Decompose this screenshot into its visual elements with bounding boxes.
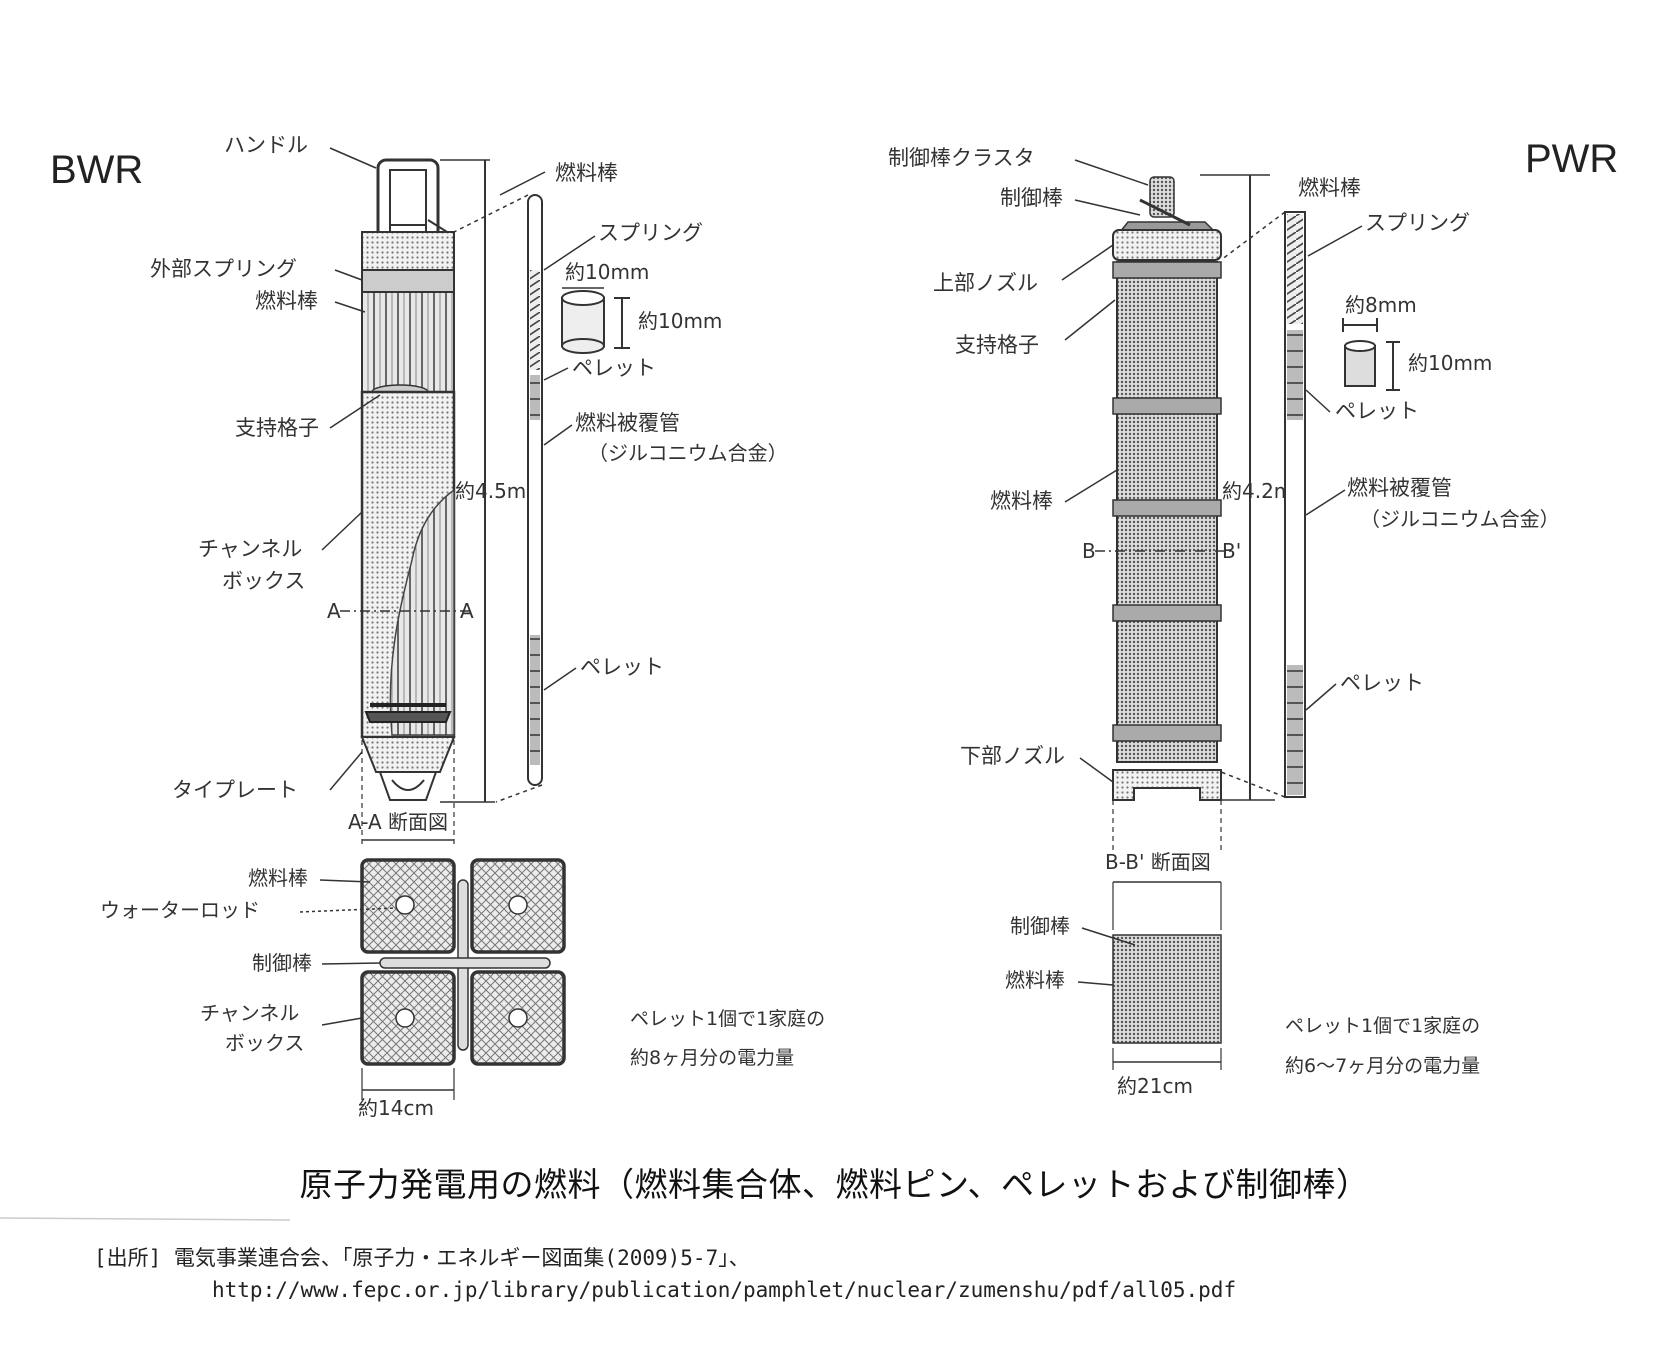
bwr-note-line-2: 約8ヶ月分の電力量 [630, 1047, 794, 1069]
bwr-channel-box-label-2: ボックス [222, 569, 305, 593]
bwr-section-mark-left: A [327, 599, 341, 623]
source-url: http://www.fepc.or.jp/library/publicatio… [212, 1278, 1237, 1302]
bwr-cladding-material: （ジルコニウム合金） [588, 441, 788, 465]
pwr-xs-width-label: 約21cm [1117, 1074, 1193, 1098]
source-citation: [出所] 電気事業連合会、「原子力・エネルギー図面集(2009)5-7」、 [94, 1246, 750, 1270]
bwr-xs-fuel-rod-label: 燃料棒 [248, 866, 308, 890]
pwr-length-label: 約4.2m [1222, 479, 1293, 503]
bwr-cladding-label: 燃料被覆管 [575, 411, 680, 435]
bwr-fuel-assembly [360, 231, 456, 801]
bwr-handle-label: ハンドル [224, 133, 308, 157]
pwr-rcca-label: 制御棒クラスタ [888, 146, 1035, 170]
pwr-cladding-label: 燃料被覆管 [1347, 476, 1452, 500]
pwr-system-title: PWR [1525, 137, 1618, 181]
bwr-grid-label: 支持格子 [235, 416, 319, 440]
pwr-fuel-assembly [1112, 229, 1222, 801]
bwr-length-label: 約4.5m [455, 479, 526, 503]
bwr-pellet-icon [561, 287, 630, 354]
pwr-bottom-nozzle-label: 下部ノズル [960, 744, 1065, 768]
bwr-cross-section [360, 858, 566, 1066]
figure-caption: 原子力発電用の燃料（燃料集合体、燃料ピン、ペレットおよび制御棒） [299, 1165, 1370, 1204]
scan-edge-line [0, 1217, 291, 1221]
bwr-pellet-bottom-label: ペレット [580, 655, 664, 679]
bwr-fuel-rod-label: 燃料棒 [255, 289, 318, 313]
bwr-section-mark-right: A [460, 599, 474, 623]
bwr-pellet-dia: 約10mm [565, 260, 649, 284]
pwr-xs-fuel-rod-label: 燃料棒 [1005, 968, 1065, 992]
pwr-note-line-1: ペレット1個で1家庭の [1285, 1015, 1480, 1037]
pwr-pellet-height: 約10mm [1408, 351, 1492, 375]
pwr-cross-section [1112, 934, 1222, 1044]
pwr-pellet-dia: 約8mm [1345, 293, 1417, 317]
bwr-outer-spring-label: 外部スプリング [150, 257, 297, 281]
bwr-spring-label: スプリング [598, 221, 703, 245]
pwr-grid-label: 支持格子 [955, 333, 1039, 357]
bwr-xs-water-rod-label: ウォーターロッド [100, 898, 260, 922]
pwr-section-mark-right: B' [1222, 539, 1241, 563]
bwr-xs-channel-box-label-1: チャンネル [200, 1001, 299, 1025]
bwr-xs-channel-box-label-2: ボックス [225, 1031, 304, 1055]
pwr-pellet-bottom-label: ペレット [1340, 671, 1424, 695]
pwr-cladding-material: （ジルコニウム合金） [1360, 507, 1560, 531]
bwr-xs-width-label: 約14cm [358, 1096, 434, 1120]
pwr-top-nozzle-label: 上部ノズル [933, 271, 1038, 295]
bwr-pellet-top-label: ペレット [572, 356, 656, 380]
bwr-system-title: BWR [50, 148, 143, 192]
bwr-note-line-1: ペレット1個で1家庭の [630, 1008, 825, 1030]
pwr-spring-label: スプリング [1365, 211, 1470, 235]
pwr-fuel-rod [1220, 211, 1306, 798]
pwr-pellet-icon [1342, 318, 1400, 391]
pwr-note-line-2: 約6～7ヶ月分の電力量 [1285, 1055, 1480, 1077]
pwr-section-title: B-B' 断面図 [1105, 850, 1211, 874]
bwr-pellet-height: 約10mm [638, 309, 722, 333]
pwr-pellet-top-label: ペレット [1335, 399, 1419, 423]
bwr-fuel-rod-top-label: 燃料棒 [555, 161, 618, 185]
pwr-fuel-rod-top-label: 燃料棒 [1298, 176, 1361, 200]
pwr-rcca [1118, 176, 1217, 233]
bwr-tie-plate-label: タイプレート [172, 778, 298, 802]
bwr-channel-box-label-1: チャンネル [198, 537, 302, 561]
bwr-length-dimension [440, 159, 495, 803]
pwr-xs-control-rod-label: 制御棒 [1010, 914, 1070, 938]
pwr-length-dimension [1200, 174, 1275, 801]
bwr-section-title: A-A 断面図 [348, 810, 448, 834]
pwr-section-mark-left: B [1082, 539, 1096, 563]
bwr-fuel-rod [453, 194, 543, 803]
bwr-xs-control-rod-label: 制御棒 [252, 951, 312, 975]
pwr-control-rod-label: 制御棒 [1000, 186, 1063, 210]
pwr-fuel-rod-side-label: 燃料棒 [990, 489, 1053, 513]
